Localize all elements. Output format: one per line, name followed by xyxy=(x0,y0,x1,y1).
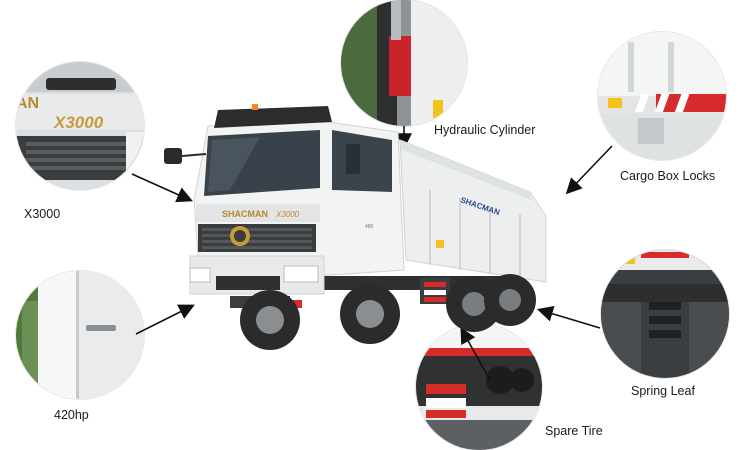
x3000-arrow xyxy=(131,173,193,203)
spring-leaf-photo xyxy=(601,250,729,378)
spring-arrow xyxy=(536,306,601,329)
grille-brand-text: SHACMAN xyxy=(222,209,268,219)
x3000-cab-badge: X3000 xyxy=(53,113,104,132)
cab-small-text: 480 xyxy=(365,224,374,230)
420hp-arrow xyxy=(135,304,195,335)
spring-leaf-label: Spring Leaf xyxy=(631,384,695,398)
420hp-label: 420hp xyxy=(54,408,89,422)
cab-model-text: X3000 xyxy=(275,210,300,219)
spare-arrow xyxy=(460,327,491,381)
420hp-detail-photo xyxy=(16,271,144,399)
x3000-label: X3000 xyxy=(24,207,61,221)
cargo-box-locks-label: Cargo Box Locks xyxy=(620,169,716,183)
spare-tire-label: Spare Tire xyxy=(545,424,603,438)
dump-truck-illustration: SHACMAN SHACMAN X3000 480 xyxy=(160,100,550,370)
locks-arrow xyxy=(565,145,613,195)
hydraulic-cylinder-label: Hydraulic Cylinder xyxy=(434,123,536,137)
svg-text:AN: AN xyxy=(16,95,39,112)
